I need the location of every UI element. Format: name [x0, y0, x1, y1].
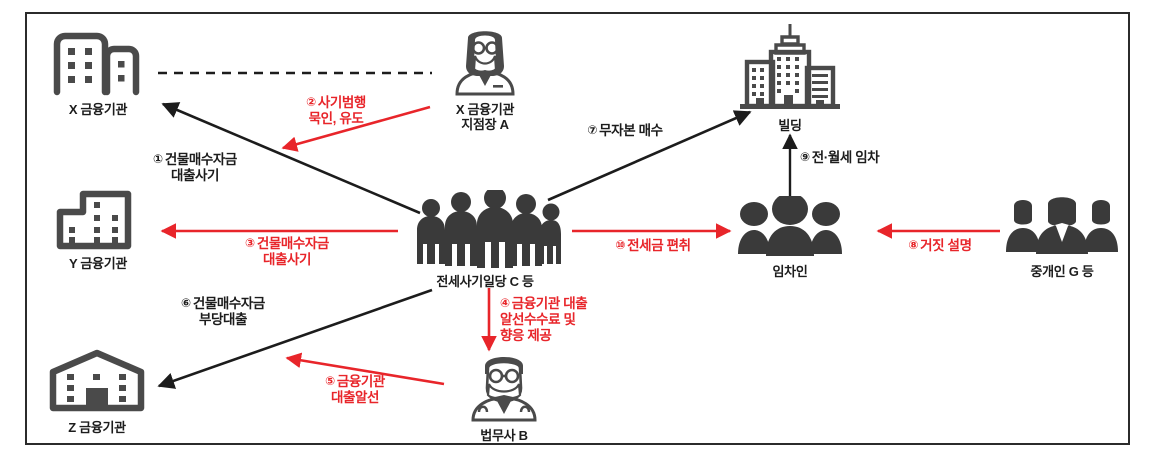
edge-4-text-line2: 알선수수료 및: [500, 312, 576, 328]
edge-8-text-line1: 거짓 설명: [920, 238, 972, 253]
node-gang: 전세사기일당 C 등: [398, 187, 572, 290]
node-gang-label: 전세사기일당 C 등: [436, 274, 534, 289]
edge-4-text-line1: 금융기관 대출: [511, 296, 588, 311]
node-y-bank-label: Y 금융기관: [68, 256, 128, 271]
people-three-icon: [1006, 196, 1118, 263]
node-scrivener-label: 법무사 B: [480, 428, 528, 443]
edge-4-text-line3: 향응 제공: [500, 328, 552, 344]
edge-6-number: ⑥: [181, 296, 191, 310]
edge-9-text-line1: 전·월세 임차: [811, 150, 880, 165]
node-z-bank-label: Z 금융기관: [68, 420, 126, 435]
edge-6-text-line2: 부당대출: [198, 312, 248, 328]
edge-3-text-line1: 건물매수자금: [256, 236, 330, 251]
edge-4-number: ④: [500, 296, 510, 310]
bank-house-icon: [47, 348, 147, 419]
people-group-icon: [734, 193, 846, 263]
node-broker-label: 중개인 G 등: [1030, 264, 1094, 279]
person-woman-icon: [449, 26, 521, 101]
node-building: 빌딩: [722, 24, 858, 134]
diagram-frame: [25, 12, 1130, 445]
person-man-icon: [467, 350, 541, 427]
people-crowd-icon: [409, 187, 561, 273]
node-x-bank-label: X 금융기관: [68, 102, 128, 117]
node-scrivener: 법무사 B: [442, 350, 566, 444]
node-tenant: 임차인: [728, 193, 852, 280]
branch-manager-label-line2: 지점장 A: [461, 116, 509, 132]
high-rise-building-icon: [735, 24, 845, 117]
edge-7-text-line1: 무자본 매수: [599, 123, 663, 138]
node-tenant-label: 임차인: [772, 264, 808, 279]
edge-7-number: ⑦: [587, 123, 598, 137]
node-broker: 중개인 G 등: [1000, 196, 1124, 280]
edge-1-text-line1: 건물매수자금: [164, 152, 238, 167]
edge-1-number: ①: [153, 152, 163, 166]
node-building-label: 빌딩: [778, 118, 802, 133]
edge-2-text-line1: 사기범행: [317, 95, 366, 110]
edge-10-number: ⑩: [615, 238, 626, 252]
edge-3-text-line2: 대출사기: [262, 252, 312, 268]
edge-10-text-line1: 전세금 편취: [627, 238, 691, 253]
node-y-bank: Y 금융기관: [38, 188, 158, 272]
office-buildings-icon: [53, 30, 143, 101]
node-branch-manager: X 금융기관 지점장 A: [425, 26, 545, 133]
node-x-bank: X 금융기관: [38, 30, 158, 118]
branch-manager-label-line1: X 금융기관: [455, 102, 515, 117]
node-branch-manager-label: X 금융기관 지점장 A: [455, 102, 515, 133]
edge-5-number: ⑤: [325, 374, 335, 388]
edge-5-text-line1: 금융기관: [336, 374, 385, 389]
edge-5-text-line2: 대출알선: [330, 390, 380, 406]
edge-6-text-line1: 건물매수자금: [192, 296, 266, 311]
node-z-bank: Z 금융기관: [32, 348, 162, 436]
edge-2-text-line2: 묵인, 유도: [308, 111, 364, 127]
office-building-icon: [55, 188, 141, 255]
edge-8-number: ⑧: [908, 238, 919, 252]
edge-3-number: ③: [245, 236, 255, 250]
edge-2-number: ②: [306, 95, 316, 109]
edge-9-number: ⑨: [800, 150, 810, 164]
edge-1-text-line2: 대출사기: [170, 168, 220, 184]
